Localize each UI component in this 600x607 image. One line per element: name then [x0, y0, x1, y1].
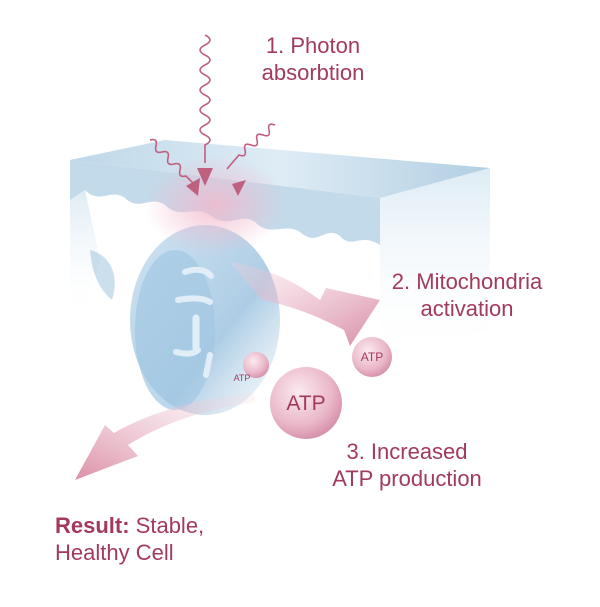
result-line-2: Healthy Cell	[55, 540, 174, 565]
step-1-label: 1. Photon absorbtion	[250, 32, 376, 86]
result-arrow	[75, 392, 255, 480]
step-3-line-1: 3. Increased	[346, 439, 468, 464]
photon-waves	[149, 34, 276, 187]
result-label: Result: Stable, Healthy Cell	[55, 512, 204, 566]
step-2-line-1: 2. Mitochondria	[391, 269, 543, 294]
step-1-line-2: absorbtion	[261, 60, 365, 85]
step-3-label: 3. Increased ATP production	[322, 438, 492, 492]
result-line-1-rest: Stable,	[129, 513, 205, 538]
step-3-line-2: ATP production	[332, 466, 482, 491]
step-2-label: 2. Mitochondria activation	[372, 268, 562, 322]
photon-wave-left	[149, 138, 197, 187]
atp-sphere-big	[270, 367, 342, 439]
photon-arrowhead-right	[232, 180, 246, 196]
photon-arrowhead-left	[186, 178, 200, 196]
result-heading: Result:	[55, 513, 130, 538]
atp-sphere-medium	[352, 337, 392, 377]
photon-arrowhead-center	[197, 168, 213, 186]
activation-arrow	[230, 262, 380, 346]
atp-label-medium: ATP	[360, 350, 384, 364]
atp-label-big: ATP	[286, 392, 326, 415]
step-1-line-1: 1. Photon	[265, 33, 361, 58]
atp-label-small: ATP	[233, 373, 251, 383]
result-line-1: Result: Stable,	[55, 512, 204, 539]
tissue-block	[70, 140, 490, 360]
step-2-line-2: activation	[420, 296, 514, 321]
photon-glow	[145, 155, 285, 255]
photon-wave-center	[199, 34, 211, 163]
photon-wave-right	[226, 123, 276, 170]
atp-sphere-small	[243, 352, 269, 378]
